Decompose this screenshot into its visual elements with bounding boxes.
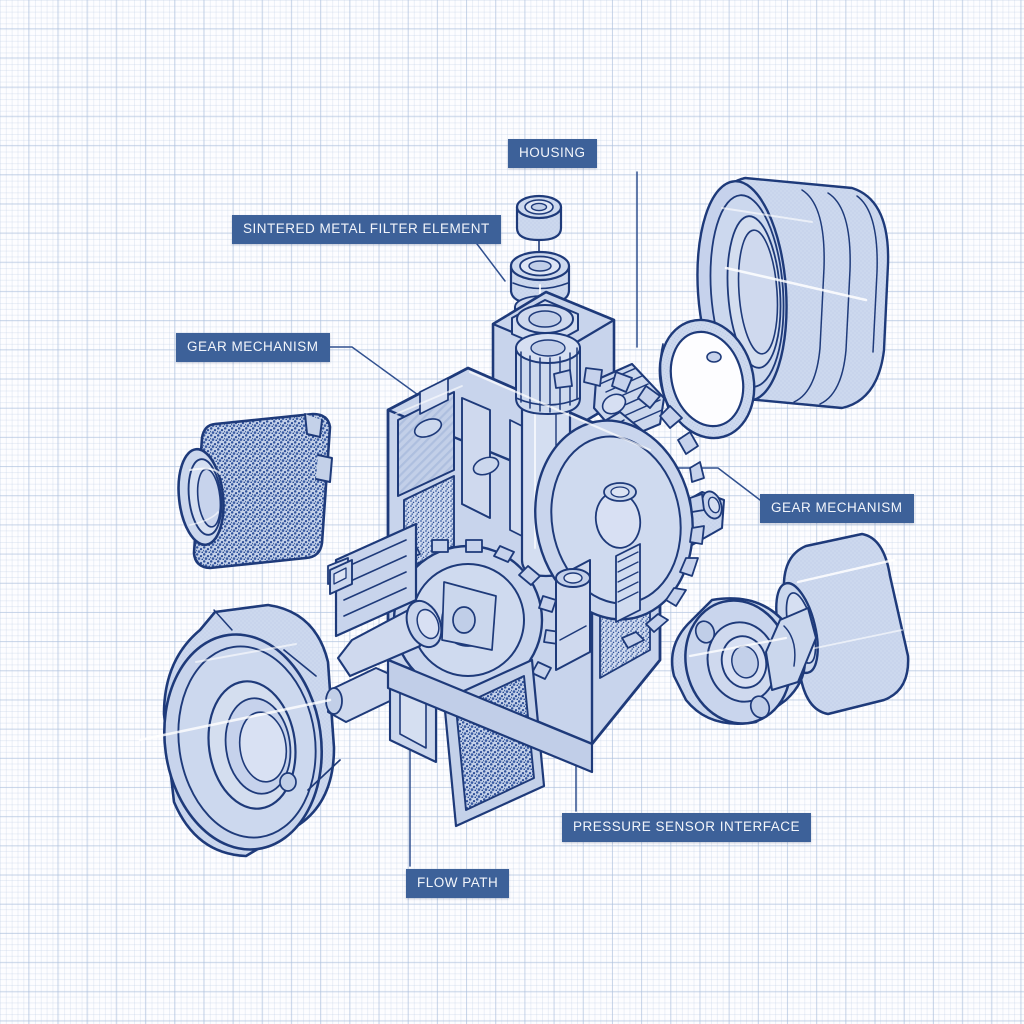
callout-pressure-sensor-interface[interactable]: PRESSURE SENSOR INTERFACE — [562, 813, 812, 842]
part-spur-gear-large — [534, 367, 705, 649]
part-helical-pinion — [515, 332, 581, 415]
leader-filter-element — [473, 239, 506, 282]
part-end-cap-top — [515, 194, 563, 242]
callout-flow-path[interactable]: FLOW PATH — [406, 869, 510, 898]
part-housing-body — [327, 290, 705, 828]
callout-housing[interactable]: HOUSING — [508, 139, 597, 168]
callout-gear-mechanism-right[interactable]: GEAR MECHANISM — [760, 494, 914, 523]
part-bearing-cap-lower-left — [138, 603, 395, 858]
part-small-bracket — [329, 559, 353, 595]
part-filter-element-cylinder — [177, 412, 333, 570]
callout-sintered-metal-filter-element[interactable]: SINTERED METAL FILTER ELEMENT — [232, 215, 501, 244]
part-seal-ring — [658, 318, 756, 440]
callout-gear-mechanism-left[interactable]: GEAR MECHANISM — [176, 333, 330, 362]
part-flanged-bush — [670, 597, 817, 725]
part-pressure-sensor-port — [555, 559, 591, 671]
